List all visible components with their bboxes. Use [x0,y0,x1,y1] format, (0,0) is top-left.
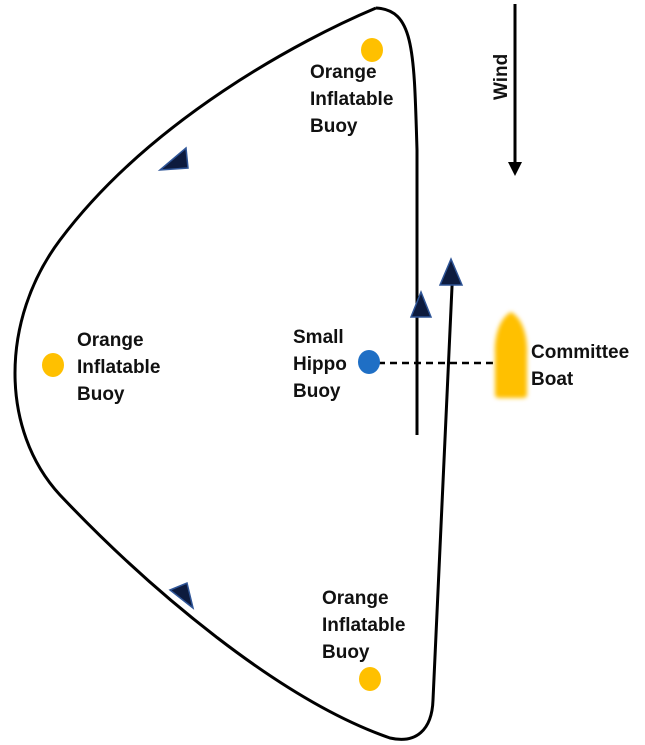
committee-boat-label-line-2: Boat [531,369,574,390]
committee-boat [494,312,528,398]
bottom-buoy-label: Orange Inflatable Buoy [322,588,411,663]
top-buoy-label-line-3: Buoy [310,116,358,137]
top-buoy-label-line-1: Orange [310,62,377,83]
hippo-buoy-label-line-2: Hippo [293,354,347,375]
wind-arrowhead [508,162,522,176]
arrowhead-lower-left [168,581,195,610]
top-orange-buoy [361,38,383,62]
course-path [375,6,419,435]
left-buoy-label: Orange Inflatable Buoy [77,330,166,405]
committee-boat-label: Committee Boat [531,342,634,390]
left-buoy-label-line-2: Inflatable [77,357,160,378]
arrowhead-upper-left [157,146,189,171]
arrowhead-finish-upwind [438,257,464,286]
hippo-buoy-label-line-3: Buoy [293,381,341,402]
hippo-buoy-label-line-1: Small [293,327,344,348]
bottom-orange-buoy [359,667,381,691]
bottom-buoy-label-line-3: Buoy [322,642,370,663]
hippo-buoy-label: Small Hippo Buoy [293,327,352,402]
arrowhead-start-upwind [409,289,433,318]
small-hippo-buoy [358,350,380,374]
left-orange-buoy [42,353,64,377]
top-buoy-label: Orange Inflatable Buoy [310,62,399,137]
bottom-buoy-label-line-1: Orange [322,588,389,609]
left-buoy-label-line-1: Orange [77,330,144,351]
left-buoy-label-line-3: Buoy [77,384,125,405]
top-buoy-label-line-2: Inflatable [310,89,393,110]
bottom-buoy-label-line-2: Inflatable [322,615,405,636]
wind-label: Wind [491,54,512,100]
committee-boat-label-line-1: Committee [531,342,629,363]
course-loop [13,6,455,741]
